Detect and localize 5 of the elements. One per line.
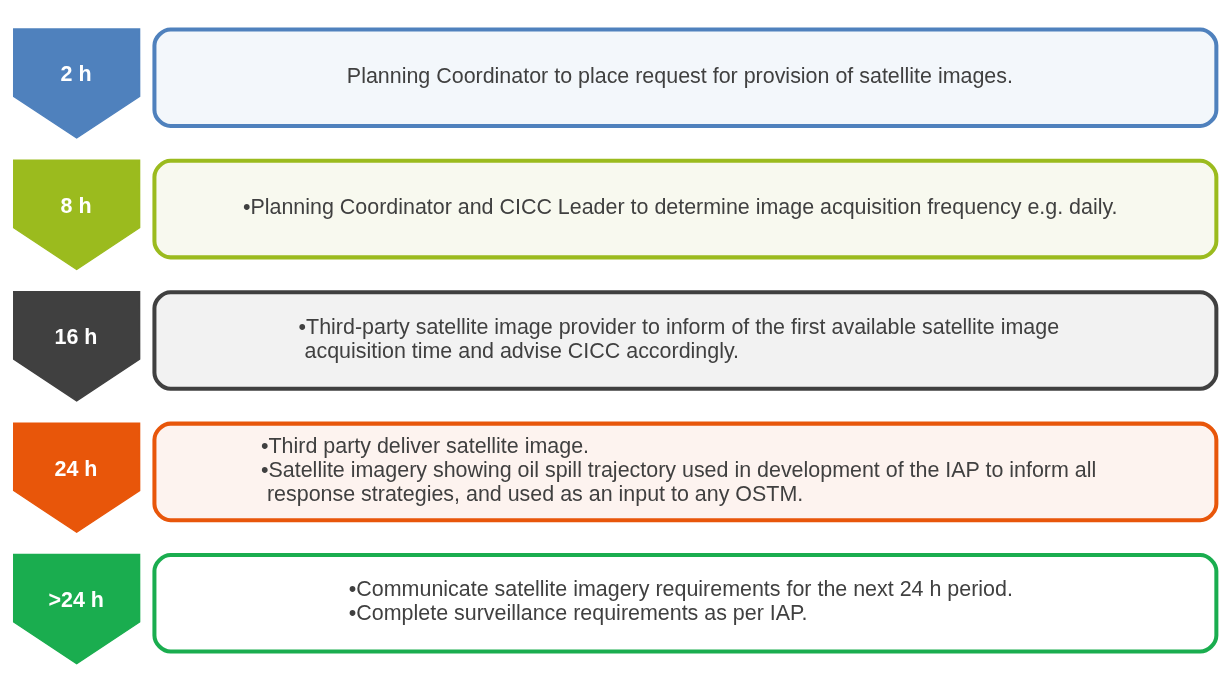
node-box: •Third party deliver satellite image. •Satellite imagery showing oil spill trajectory used in development of the IAP to inform all response strategies, and used as an input to any OSTM. [152,421,1219,523]
node-box: •Planning Coordinator and CICC Leader to determine image acquisition frequency e.g. daily. [152,158,1219,260]
node-box: •Communicate satellite imagery requirements for the next 24 h period. •Complete surveillance requirements as per IAP. [152,553,1219,654]
node-box: •Third-party satellite image provider to inform of the first available satellite image acquisition time and advise CICC accordingly. [152,290,1219,391]
node-box: Planning Coordinator to place request for provision of satellite images. [152,27,1219,128]
